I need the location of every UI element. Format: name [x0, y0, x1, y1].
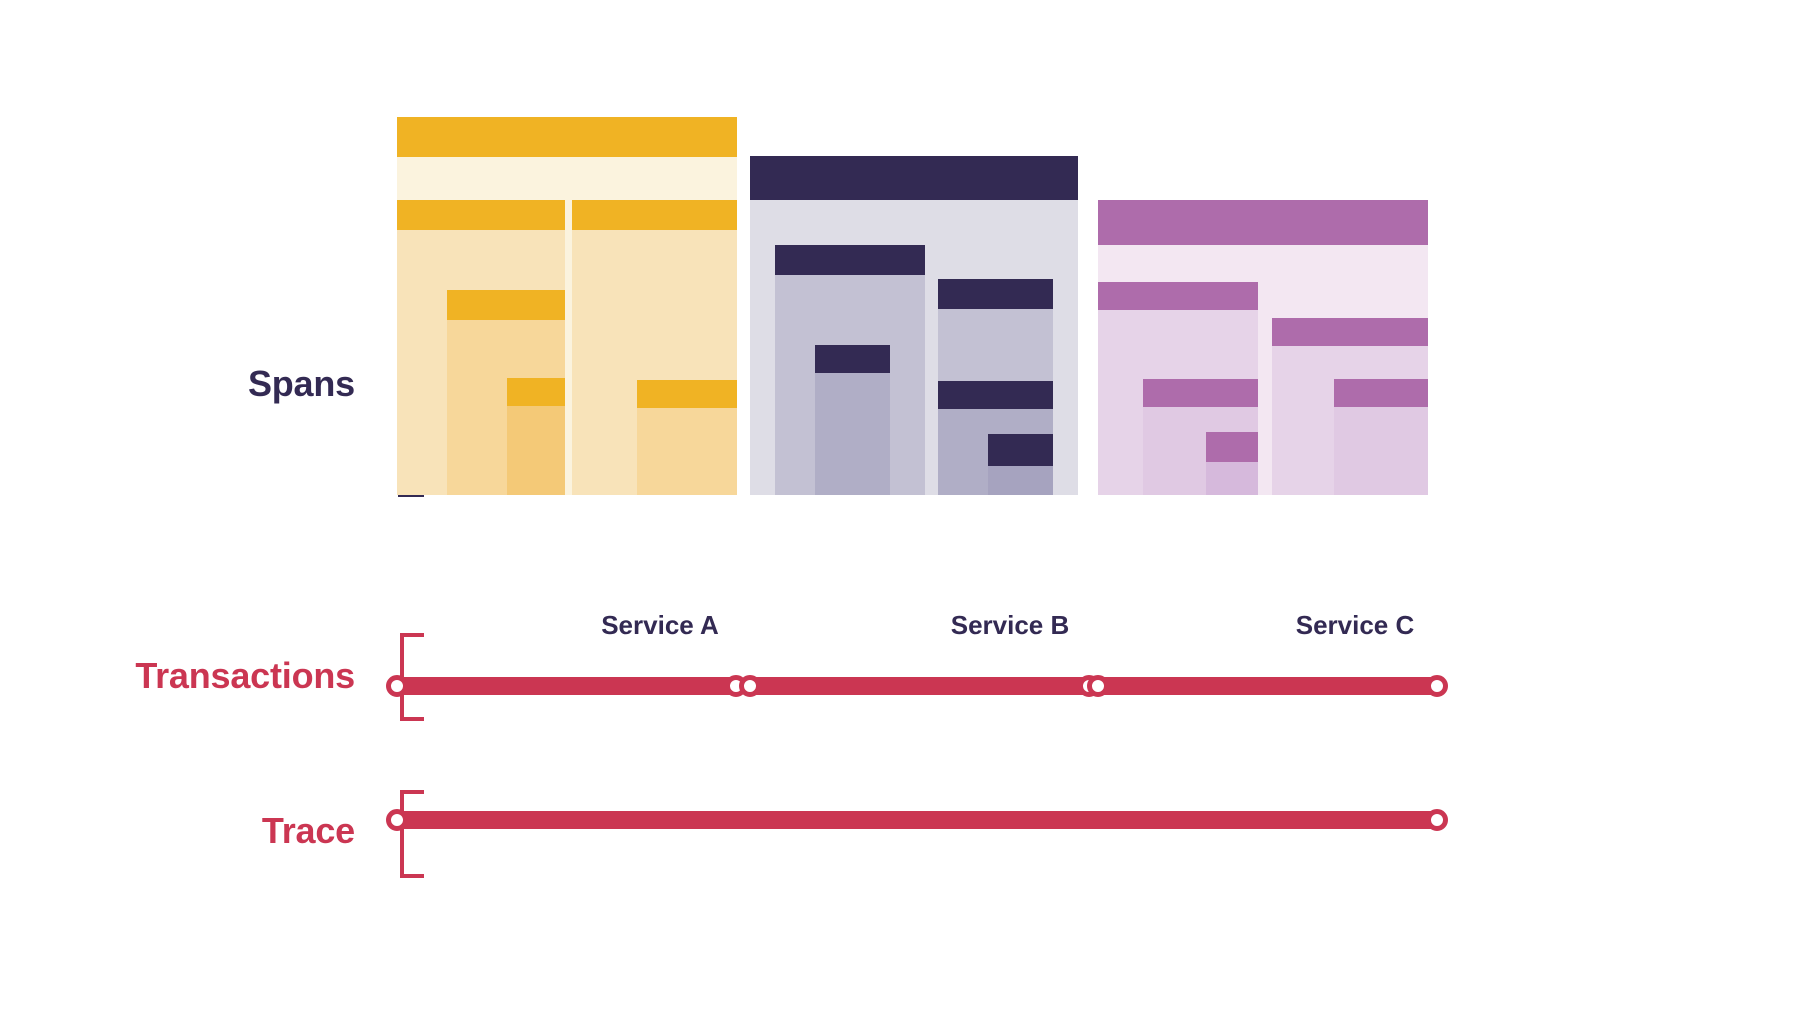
- service-group-a: [397, 0, 737, 495]
- span-body: [815, 373, 890, 495]
- bracket-bottom-arm: [400, 717, 424, 721]
- transaction-service-b-start-node[interactable]: [739, 675, 761, 697]
- span-header: [750, 156, 1078, 200]
- span-header: [397, 200, 565, 230]
- transaction-service-c[interactable]: [1098, 677, 1437, 695]
- span-header: [507, 378, 565, 406]
- span-header: [637, 380, 737, 408]
- span-bar[interactable]: [988, 434, 1053, 495]
- transaction-service-b[interactable]: [750, 677, 1089, 695]
- transaction-service-c-start-node[interactable]: [1087, 675, 1109, 697]
- span-header: [1143, 379, 1258, 407]
- span-header: [1098, 200, 1428, 245]
- service-group-b: [750, 0, 1078, 495]
- service-label-a: Service A: [601, 610, 719, 640]
- span-body: [1334, 407, 1428, 495]
- span-body: [1206, 462, 1258, 495]
- spans-area: [397, 0, 1428, 495]
- span-header: [1206, 432, 1258, 462]
- transaction-service-c-end-node[interactable]: [1426, 675, 1448, 697]
- span-body: [507, 406, 565, 495]
- span-header: [1098, 282, 1258, 310]
- span-header: [572, 200, 737, 230]
- span-header: [775, 245, 925, 275]
- span-header: [988, 434, 1053, 466]
- transaction-service-a-start-node[interactable]: [386, 675, 408, 697]
- span-header: [938, 279, 1053, 309]
- service-label-b: Service B: [950, 610, 1070, 640]
- span-header: [815, 345, 890, 373]
- span-bar[interactable]: [1334, 379, 1428, 495]
- span-header: [397, 117, 737, 157]
- span-body: [988, 466, 1053, 495]
- bracket-top-arm: [400, 633, 424, 637]
- bracket-spine: [400, 790, 404, 878]
- span-header: [1334, 379, 1428, 407]
- span-bar[interactable]: [815, 345, 890, 495]
- span-header: [447, 290, 565, 320]
- bracket-bottom-arm: [400, 874, 424, 878]
- bracket-top-arm: [400, 790, 424, 794]
- transactions-row-label: Transactions: [135, 655, 355, 696]
- span-body: [637, 408, 737, 495]
- span-header: [1272, 318, 1428, 346]
- service-label-c: Service C: [1295, 610, 1415, 640]
- span-bar[interactable]: [507, 378, 565, 495]
- spans-row-label: Spans: [247, 363, 355, 404]
- trace-span[interactable]: [397, 811, 1437, 829]
- trace-span-end-node[interactable]: [1426, 809, 1448, 831]
- span-header: [938, 381, 1053, 409]
- trace-bracket: [400, 790, 428, 878]
- trace-row-label: Trace: [261, 810, 355, 851]
- span-bar[interactable]: [637, 380, 737, 495]
- transaction-service-a[interactable]: [397, 677, 736, 695]
- service-group-c: [1098, 0, 1428, 495]
- trace-span-start-node[interactable]: [386, 809, 408, 831]
- span-bar[interactable]: [1206, 432, 1258, 495]
